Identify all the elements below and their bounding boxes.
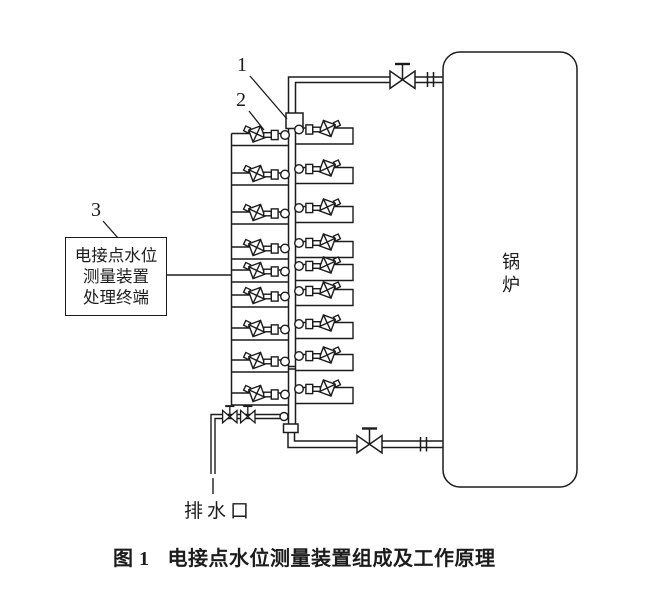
electrode-row — [231, 341, 354, 373]
electrode-probe-left — [241, 120, 290, 145]
electrode-probe-left — [241, 347, 290, 371]
water-column-pipe — [282, 112, 304, 434]
top-isolation-valve-symbol — [388, 62, 417, 90]
electrode-row — [231, 374, 354, 406]
figure-caption: 图 1 电接点水位测量装置组成及工作原理 — [113, 542, 496, 571]
electrode-probe-right — [294, 374, 343, 399]
drain-outlet-label: 排水口 — [184, 501, 254, 522]
electrode-probe-right — [294, 251, 343, 276]
electrode-row — [231, 309, 354, 341]
bottom-pipe-fitting — [282, 423, 299, 434]
bottom-isolation-valve-symbol — [355, 427, 384, 455]
electrode-probe-right — [294, 154, 343, 179]
callout-3-label: 3 — [91, 199, 101, 221]
figure-caption-number: 图 1 — [113, 548, 150, 570]
drain-valve-1-symbol — [221, 405, 238, 424]
electrode-probe-right — [294, 309, 343, 334]
callout-1-leader — [249, 75, 288, 120]
terminal-box-line-3: 处理终端 — [83, 288, 149, 307]
electrode-probe-left — [241, 257, 290, 281]
terminal-box-line-2: 测量装置 — [83, 267, 149, 286]
electrode-probe-left — [241, 282, 290, 306]
electrode-probe-left — [241, 160, 290, 184]
electrode-probe-left — [241, 199, 290, 223]
electrode-probe-left — [241, 380, 290, 404]
boiler-label-char-1: 锅 — [502, 252, 520, 272]
electrode-probe-right — [294, 228, 343, 253]
electrode-probe-right — [294, 341, 343, 366]
drain-line — [210, 411, 289, 494]
steam-pipe-top — [287, 72, 443, 113]
drain-valve-2-symbol — [239, 405, 256, 424]
figure-caption-title: 电接点水位测量装置组成及工作原理 — [167, 548, 496, 570]
pipe-joint-tick — [288, 365, 296, 370]
boiler-label: 锅 炉 — [499, 251, 523, 297]
electrode-row — [231, 115, 354, 147]
boiler-vessel — [442, 51, 578, 488]
drain-tap-fitting — [279, 411, 289, 422]
electrode-row — [231, 251, 354, 283]
electrode-rows — [231, 115, 354, 406]
pipe-union-top — [426, 72, 435, 87]
electrode-probe-left — [241, 315, 290, 339]
callout-1-label: 1 — [237, 54, 247, 76]
electrode-probe-left — [241, 234, 290, 258]
boiler-label-char-2: 炉 — [502, 275, 520, 295]
pipe-union-bottom — [419, 437, 428, 452]
callout-3-leader — [102, 220, 119, 239]
callout-2-label: 2 — [236, 89, 246, 111]
electrode-row — [231, 276, 354, 308]
processing-terminal-box: 电接点水位 测量装置 处理终端 — [65, 237, 167, 316]
electrode-row — [231, 228, 354, 260]
electrode-row — [231, 193, 354, 225]
electrode-probe-right — [294, 193, 343, 218]
terminal-box-line-1: 电接点水位 — [74, 246, 158, 265]
callout-leaders — [102, 75, 288, 239]
callout-2-leader — [248, 110, 265, 131]
electrode-row — [231, 154, 354, 186]
water-pipe-bottom — [287, 432, 443, 452]
